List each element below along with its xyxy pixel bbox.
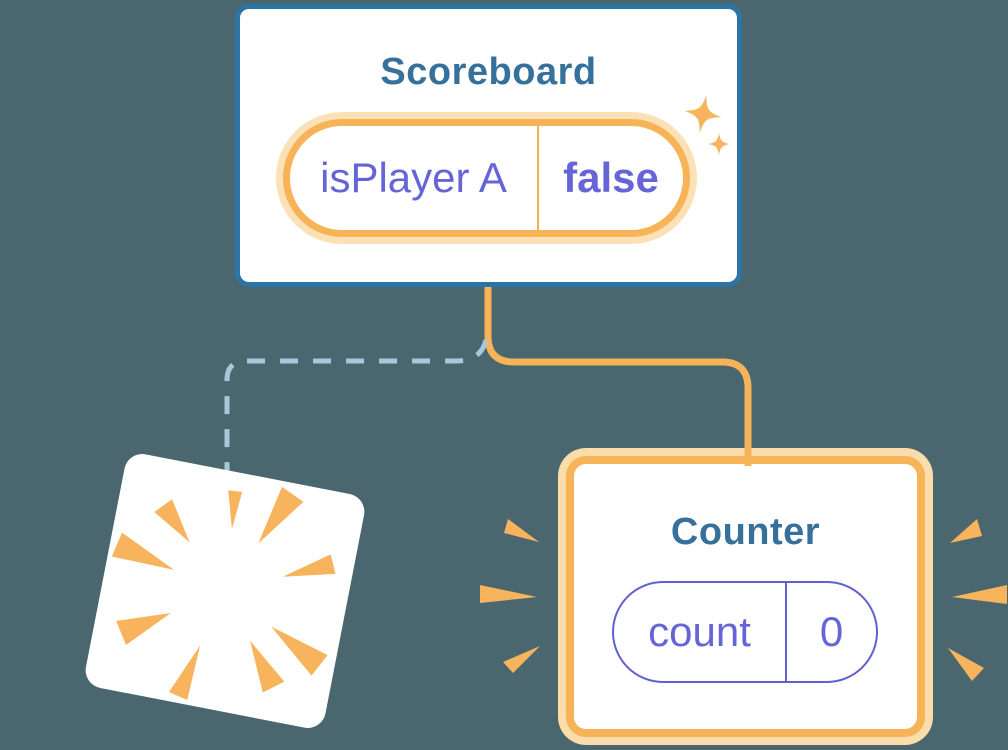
pill-divider bbox=[785, 583, 787, 681]
state-value: false bbox=[563, 154, 659, 201]
pill-divider bbox=[537, 126, 539, 230]
state-value: 0 bbox=[819, 608, 844, 655]
state-value-cell: 0 bbox=[787, 583, 876, 681]
state-label-cell: isPlayer A bbox=[290, 126, 537, 230]
solid-connector-line bbox=[484, 285, 752, 464]
dashed-connector-line bbox=[224, 339, 489, 500]
poof-burst-icon bbox=[111, 486, 336, 700]
counter-title: Counter bbox=[670, 511, 821, 553]
scoreboard-title: Scoreboard bbox=[380, 51, 597, 93]
state-value-cell: false bbox=[539, 126, 683, 230]
removed-component-card bbox=[82, 450, 368, 732]
counter-state-pill: count 0 bbox=[612, 581, 878, 683]
scoreboard-state-pill: isPlayer A false bbox=[283, 119, 690, 237]
counter-card: Counter count 0 bbox=[566, 456, 925, 737]
state-label-cell: count bbox=[614, 583, 785, 681]
state-label: count bbox=[648, 608, 751, 655]
scoreboard-card: Scoreboard isPlayer A false bbox=[235, 4, 742, 287]
state-label: isPlayer A bbox=[320, 154, 507, 201]
